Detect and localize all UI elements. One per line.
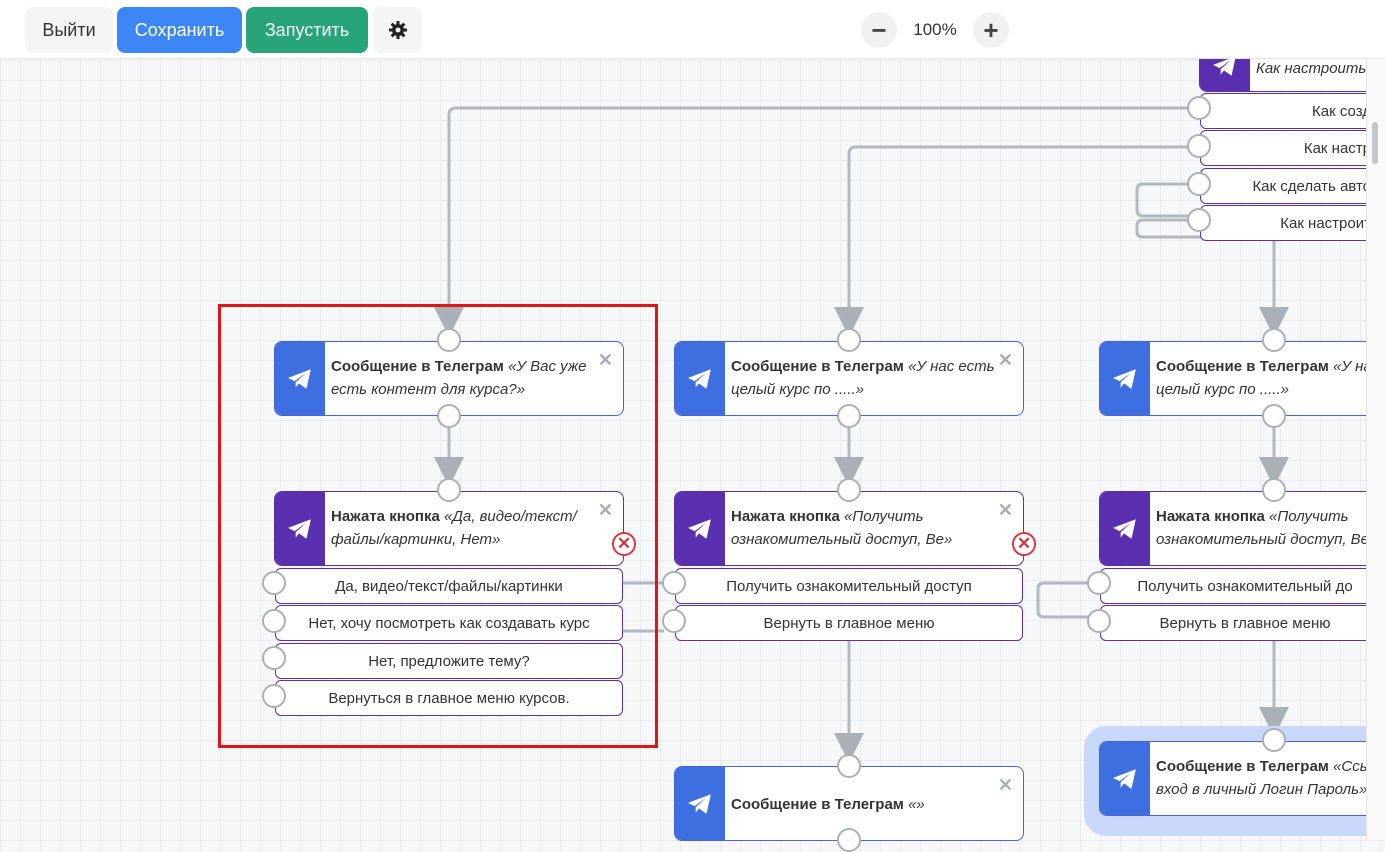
output-port[interactable] bbox=[662, 609, 686, 633]
option-button[interactable]: Нет, предложите тему? bbox=[275, 643, 623, 679]
input-port[interactable] bbox=[837, 754, 861, 778]
output-port[interactable] bbox=[837, 828, 861, 852]
option-button[interactable]: Вернуться в главное меню курсов. bbox=[275, 680, 623, 716]
zoom-out-button[interactable]: − bbox=[861, 12, 897, 48]
telegram-icon bbox=[688, 368, 711, 389]
telegram-icon bbox=[1113, 518, 1136, 539]
telegram-icon bbox=[1113, 768, 1136, 789]
node-text: Сообщение в Телеграм «У нас есть целый к… bbox=[731, 358, 995, 398]
option-button[interactable]: Как настроит bbox=[1200, 205, 1380, 241]
close-icon[interactable]: ✕ bbox=[997, 775, 1013, 795]
telegram-icon bbox=[1213, 56, 1236, 76]
option-button[interactable]: Вернуть в главное меню bbox=[675, 605, 1023, 641]
node-text: Нажата кнопка «Получить ознакомительный … bbox=[1156, 508, 1370, 548]
option-button[interactable]: Как сделать авто bbox=[1200, 168, 1380, 204]
input-port[interactable] bbox=[1262, 478, 1286, 502]
input-port[interactable] bbox=[1262, 328, 1286, 352]
output-port[interactable] bbox=[262, 684, 286, 708]
output-port[interactable] bbox=[262, 571, 286, 595]
telegram-icon bbox=[288, 368, 311, 389]
option-button[interactable]: Вернуть в главное меню bbox=[1100, 605, 1385, 641]
node-button-pressed[interactable]: Нажата кнопка «Получить ознакомительный … bbox=[1099, 491, 1385, 566]
toolbar: Выйти Сохранить Запустить − 100% + bbox=[0, 0, 1385, 59]
output-port[interactable] bbox=[1187, 96, 1211, 120]
zoom-level: 100% bbox=[913, 20, 957, 39]
option-button[interactable]: Получить ознакомительный до bbox=[1100, 568, 1385, 604]
output-port[interactable] bbox=[1187, 208, 1211, 232]
node-text: Нажата кнопка «Да, видео/текст/файлы/кар… bbox=[331, 508, 577, 548]
highlight-frame bbox=[218, 304, 658, 748]
node-button-pressed[interactable]: Нажата кнопка «Да, видео/текст/файлы/кар… bbox=[274, 491, 624, 566]
output-port[interactable] bbox=[1187, 172, 1211, 196]
input-port[interactable] bbox=[437, 328, 461, 352]
node-title: Как настроить bbox=[1256, 60, 1367, 77]
output-port[interactable] bbox=[262, 609, 286, 633]
option-button[interactable]: Да, видео/текст/файлы/картинки bbox=[275, 568, 623, 604]
option-button[interactable]: Нет, хочу посмотреть как создавать курс bbox=[275, 605, 623, 641]
output-port[interactable] bbox=[837, 404, 861, 428]
exit-button[interactable]: Выйти bbox=[25, 7, 113, 53]
output-port[interactable] bbox=[1087, 571, 1111, 595]
option-button[interactable]: Получить ознакомительный доступ bbox=[675, 568, 1023, 604]
output-port[interactable] bbox=[262, 646, 286, 670]
settings-button[interactable] bbox=[373, 7, 422, 53]
node-telegram-message[interactable]: Сообщение в Телеграм «У Вас уже есть кон… bbox=[274, 341, 624, 416]
node-text: Сообщение в Телеграм «Ссь вход в личный … bbox=[1156, 758, 1368, 798]
scrollbar-thumb[interactable] bbox=[1372, 122, 1378, 164]
input-port[interactable] bbox=[437, 478, 461, 502]
telegram-icon bbox=[688, 793, 711, 814]
node-telegram-message[interactable]: Сообщение в Телеграм «У на целый курс по… bbox=[1099, 341, 1385, 416]
output-port[interactable] bbox=[1087, 609, 1111, 633]
telegram-icon bbox=[688, 518, 711, 539]
output-port[interactable] bbox=[662, 571, 686, 595]
node-button-pressed[interactable]: Нажата кнопка «Получить ознакомительный … bbox=[674, 491, 1024, 566]
save-button[interactable]: Сохранить bbox=[117, 7, 242, 53]
option-button[interactable]: Как созд bbox=[1200, 93, 1380, 129]
output-port[interactable] bbox=[1187, 134, 1211, 158]
vertical-scrollbar[interactable] bbox=[1366, 58, 1385, 840]
gear-icon bbox=[388, 21, 407, 39]
run-button[interactable]: Запустить bbox=[246, 7, 368, 53]
option-button[interactable]: Как настр bbox=[1200, 130, 1380, 166]
node-text: Сообщение в Телеграм «» bbox=[731, 796, 925, 813]
close-icon[interactable]: ✕ bbox=[597, 500, 613, 520]
close-icon[interactable]: ✕ bbox=[597, 350, 613, 370]
node-text: Сообщение в Телеграм «У на целый курс по… bbox=[1156, 358, 1372, 398]
telegram-icon bbox=[1113, 368, 1136, 389]
error-icon[interactable]: ✕ bbox=[612, 532, 636, 556]
close-icon[interactable]: ✕ bbox=[997, 350, 1013, 370]
zoom-in-button[interactable]: + bbox=[973, 12, 1009, 48]
input-port[interactable] bbox=[837, 328, 861, 352]
output-port[interactable] bbox=[437, 404, 461, 428]
input-port[interactable] bbox=[837, 478, 861, 502]
input-port[interactable] bbox=[1262, 728, 1286, 752]
error-icon[interactable]: ✕ bbox=[1012, 532, 1036, 556]
node-text: Нажата кнопка «Получить ознакомительный … bbox=[731, 508, 953, 548]
node-telegram-message-selected[interactable]: Сообщение в Телеграм «Ссь вход в личный … bbox=[1099, 741, 1385, 816]
telegram-icon bbox=[288, 518, 311, 539]
close-icon[interactable]: ✕ bbox=[997, 500, 1013, 520]
output-port[interactable] bbox=[1262, 404, 1286, 428]
node-text: Сообщение в Телеграм «У Вас уже есть кон… bbox=[331, 358, 587, 398]
